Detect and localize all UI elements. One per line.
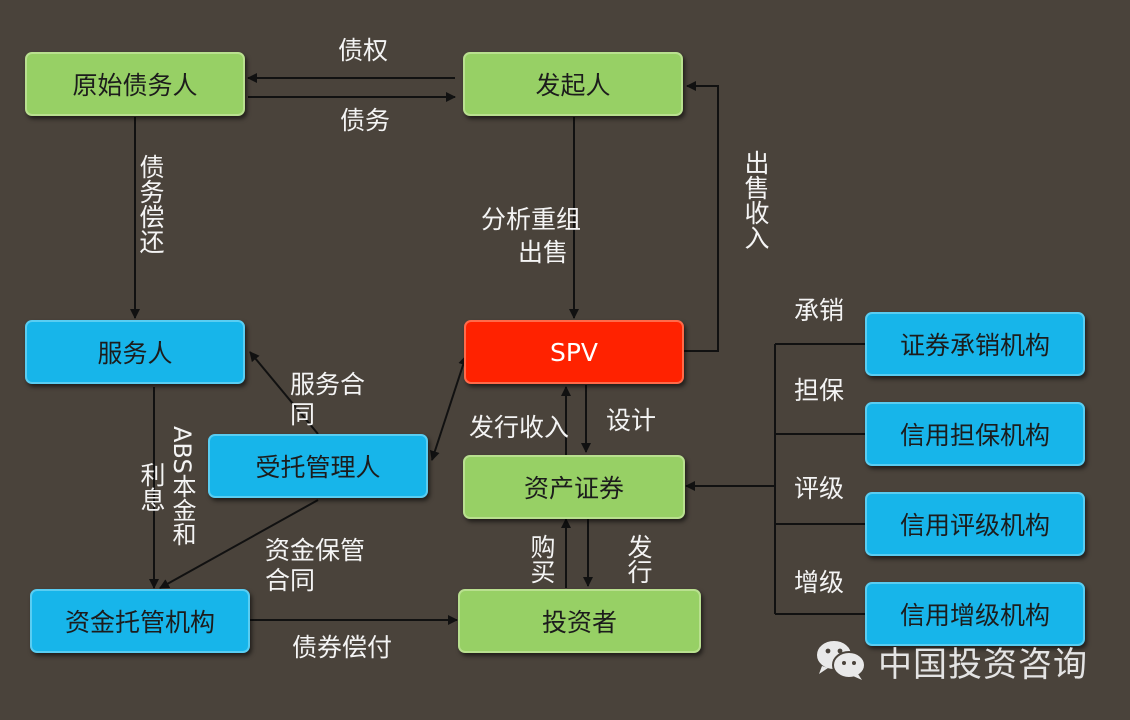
label-enhancement: 增级 [794, 568, 845, 597]
label-claims: 债权 [338, 36, 389, 65]
label-issue: 发行 [624, 534, 653, 584]
node-spv: SPV [464, 320, 684, 384]
label-interest: 利息 [137, 462, 166, 512]
label-rating: 评级 [794, 474, 845, 503]
label-debt-repayment: 债务偿还 [136, 154, 165, 254]
edge-trustee-spv [430, 355, 468, 461]
node-original-debtor: 原始债务人 [25, 52, 245, 116]
label-guarantee: 担保 [794, 376, 845, 405]
node-servicer: 服务人 [25, 320, 245, 384]
label-service-contract-2: 同 [290, 400, 316, 429]
edge-service-contract [249, 351, 319, 435]
label-custody-contract-1: 资金保管 [265, 536, 366, 565]
label-sale-proceeds: 出售收入 [741, 150, 770, 250]
wechat-icon [812, 636, 868, 686]
node-guarantor: 信用担保机构 [865, 402, 1085, 466]
edge-sale-proceeds [684, 81, 719, 352]
label-abs-principal: ABS本金和 [168, 426, 196, 546]
label-design: 设计 [606, 406, 657, 435]
node-underwriter: 证券承销机构 [865, 312, 1085, 376]
node-investor: 投资者 [458, 589, 701, 653]
label-debt: 债务 [340, 106, 391, 135]
label-custody-contract-2: 合同 [265, 566, 316, 595]
node-rating-agency: 信用评级机构 [865, 492, 1085, 556]
label-sell: 出售 [518, 238, 569, 267]
edge-custody-contract [159, 499, 319, 589]
watermark-text: 中国投资咨询 [878, 644, 1088, 685]
node-originator: 发起人 [463, 52, 683, 116]
node-trustee: 受托管理人 [208, 434, 428, 498]
label-underwrite: 承销 [794, 296, 845, 325]
node-abs: 资产证券 [463, 455, 685, 519]
label-buy: 购买 [527, 534, 556, 584]
node-enhancer: 信用增级机构 [865, 582, 1085, 646]
label-bond-payment: 债券偿付 [292, 633, 393, 662]
label-issue-proceeds: 发行收入 [469, 413, 570, 442]
label-analyze-restructure: 分析重组 [481, 205, 582, 234]
watermark: 中国投资咨询 [812, 636, 1088, 686]
label-service-contract-1: 服务合 [290, 370, 366, 399]
node-custodian: 资金托管机构 [30, 589, 250, 653]
